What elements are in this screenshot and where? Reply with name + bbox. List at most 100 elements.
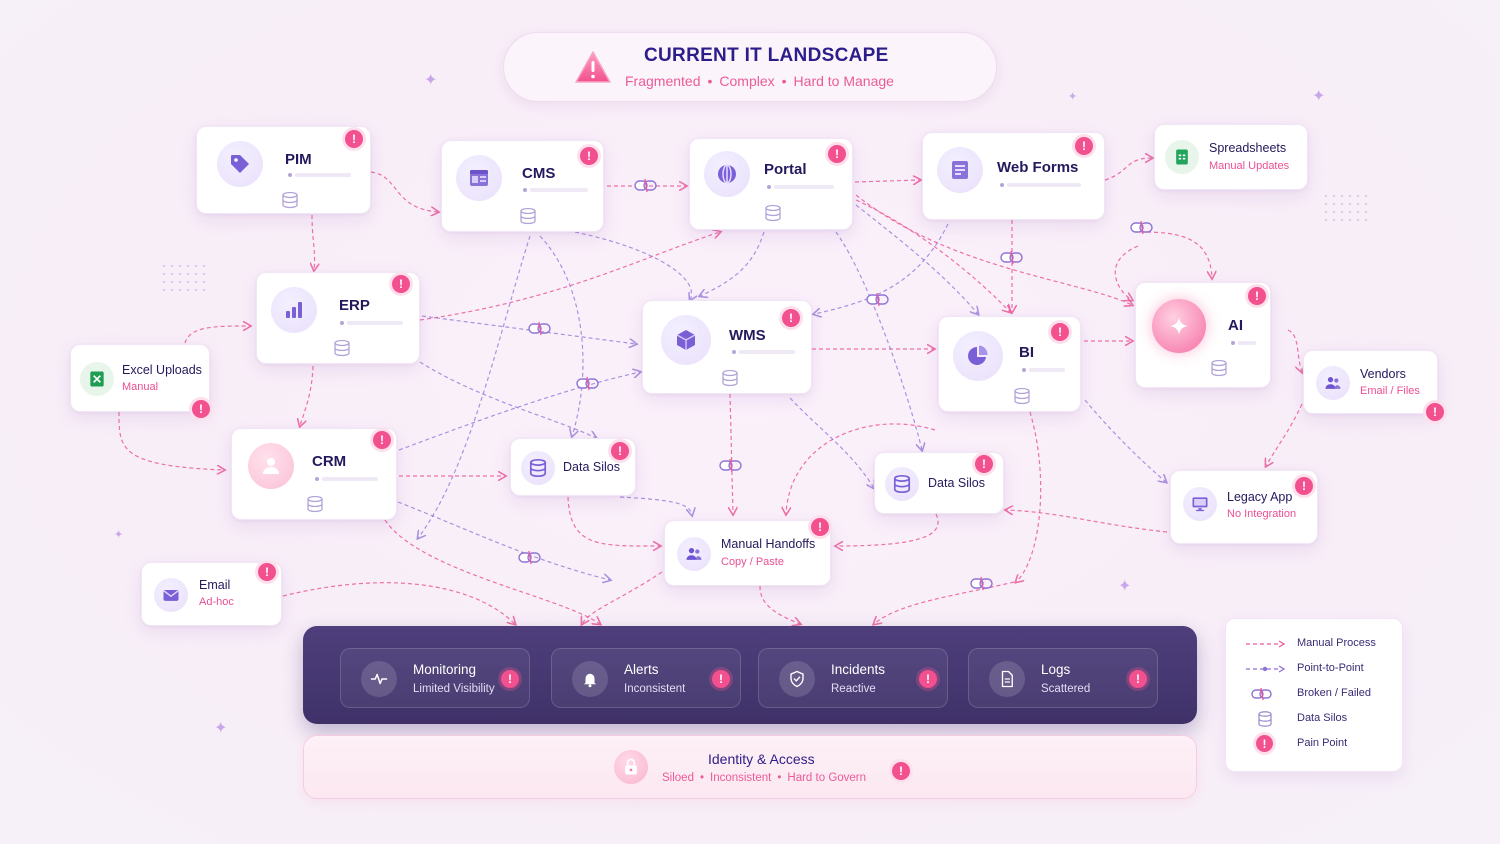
ops-monitoring[interactable]: Monitoring Limited Visibility !	[340, 648, 530, 708]
point-to-point-link	[855, 204, 978, 314]
tag-hard-to-manage: Hard to Manage	[793, 73, 894, 89]
ops-subtitle: Scattered	[1041, 683, 1091, 695]
pain-point-icon: !	[345, 130, 363, 148]
broken-link-icon	[970, 576, 993, 591]
pain-point-icon: !	[828, 145, 846, 163]
users-icon	[1316, 366, 1350, 400]
pain-point-icon: !	[1051, 323, 1069, 341]
bar-chart-icon	[271, 287, 317, 333]
globe-icon	[704, 151, 750, 197]
broken-link-icon	[634, 178, 657, 193]
point-to-point-link	[835, 231, 922, 450]
ops-subtitle: Inconsistent	[624, 683, 686, 695]
shield-icon	[779, 661, 815, 697]
tag-fragmented: Fragmented	[625, 73, 701, 89]
point-to-point-link	[789, 397, 874, 488]
pain-point-icon: !	[1248, 287, 1266, 305]
legend-item-manual-process: Manual Process	[1244, 635, 1394, 653]
progress-bar	[732, 350, 795, 354]
system-label: Data Silos	[928, 476, 985, 490]
broken-link-icon	[528, 321, 551, 336]
ops-logs[interactable]: Logs Scattered !	[968, 648, 1158, 708]
system-card-crm[interactable]: CRM !	[231, 428, 397, 520]
page-title: CURRENT IT LANDSCAPE	[644, 45, 889, 66]
team-icon	[677, 537, 711, 571]
system-card-data-silos-1[interactable]: Data Silos !	[510, 438, 636, 496]
pulse-icon	[361, 661, 397, 697]
system-label: CMS	[522, 165, 556, 182]
identity-subtitle: Siloed•Inconsistent•Hard to Govern	[662, 772, 867, 784]
manual-process-link	[1016, 411, 1042, 582]
system-card-wms[interactable]: WMS !	[642, 300, 812, 394]
pain-point-icon: !	[782, 309, 800, 327]
system-sublabel: No Integration	[1227, 508, 1297, 520]
identity-access-bar[interactable]: Identity & Access Siloed•Inconsistent•Ha…	[303, 735, 1197, 799]
system-card-email[interactable]: Email Ad-hoc !	[141, 562, 282, 626]
envelope-icon	[154, 578, 188, 612]
system-sublabel: Manual	[122, 381, 159, 393]
ops-title: Monitoring	[413, 662, 477, 677]
system-label: Data Silos	[563, 460, 620, 474]
broken-link-icon	[1130, 220, 1153, 235]
system-sublabel: Copy / Paste	[721, 556, 784, 568]
database-icon	[765, 204, 781, 222]
broken-link-icon	[1251, 687, 1272, 701]
database-icon	[521, 451, 555, 485]
tag-inconsistent: Inconsistent	[710, 772, 772, 784]
progress-bar	[1022, 368, 1065, 372]
point-to-point-link	[421, 315, 636, 344]
system-label: Web Forms	[997, 159, 1079, 176]
ops-subtitle: Limited Visibility	[413, 683, 495, 695]
pain-point-icon: !	[580, 147, 598, 165]
tag-hard-to-govern: Hard to Govern	[787, 772, 867, 784]
system-label: AI	[1228, 317, 1243, 334]
database-icon	[885, 467, 919, 501]
system-label: BI	[1019, 344, 1034, 361]
purple-dashed-line-icon	[1246, 665, 1286, 673]
pink-dashed-line-icon	[1246, 640, 1286, 648]
database-icon	[1258, 711, 1272, 727]
system-label: Manual Handoffs	[721, 537, 816, 551]
operations-bar: Monitoring Limited Visibility ! Alerts I…	[303, 626, 1197, 724]
system-label: Email	[199, 578, 231, 592]
manual-process-link	[1104, 158, 1152, 181]
system-card-pim[interactable]: PIM !	[196, 126, 371, 214]
sparkle-icon: ✦	[114, 528, 124, 541]
system-card-cms[interactable]: CMS !	[441, 140, 604, 232]
manual-process-link	[384, 519, 600, 624]
system-label: Excel Uploads	[122, 363, 202, 377]
system-card-spreadsheets[interactable]: Spreadsheets Manual Updates	[1154, 124, 1308, 190]
system-card-manual-handoffs[interactable]: Manual Handoffs Copy / Paste !	[664, 518, 831, 586]
progress-bar	[315, 477, 378, 481]
ops-alerts[interactable]: Alerts Inconsistent !	[551, 648, 741, 708]
tag-icon	[217, 141, 263, 187]
warning-icon	[575, 51, 611, 83]
point-to-point-link	[539, 235, 584, 436]
system-card-data-silos-2[interactable]: Data Silos !	[874, 452, 1004, 514]
system-label: WMS	[729, 327, 766, 344]
system-card-ai[interactable]: AI !	[1135, 282, 1271, 388]
title-banner: CURRENT IT LANDSCAPE Fragmented•Complex•…	[503, 32, 997, 102]
system-card-web-forms[interactable]: Web Forms !	[922, 132, 1105, 220]
tag-complex: Complex	[719, 73, 775, 89]
bell-icon	[572, 661, 608, 697]
system-card-legacy-app[interactable]: Legacy App No Integration !	[1170, 470, 1318, 544]
point-to-point-link	[1084, 399, 1166, 482]
system-card-excel-uploads[interactable]: Excel Uploads Manual !	[70, 344, 210, 418]
form-icon	[937, 147, 983, 193]
monitor-icon	[1183, 487, 1217, 521]
legend-item-pain-point: ! Pain Point	[1244, 735, 1394, 753]
system-card-portal[interactable]: Portal !	[689, 138, 853, 230]
system-card-vendors[interactable]: Vendors Email / Files !	[1303, 350, 1444, 421]
user-icon	[248, 443, 294, 489]
pain-point-icon: !	[392, 275, 410, 293]
ops-incidents[interactable]: Incidents Reactive !	[758, 648, 948, 708]
manual-process-link	[582, 571, 663, 624]
system-card-bi[interactable]: BI !	[938, 316, 1081, 412]
point-to-point-link	[397, 501, 610, 580]
manual-process-link	[1266, 403, 1303, 466]
system-card-erp[interactable]: ERP !	[256, 272, 420, 364]
dot-pattern	[160, 262, 208, 292]
box-icon	[661, 315, 711, 365]
database-icon	[722, 369, 738, 387]
